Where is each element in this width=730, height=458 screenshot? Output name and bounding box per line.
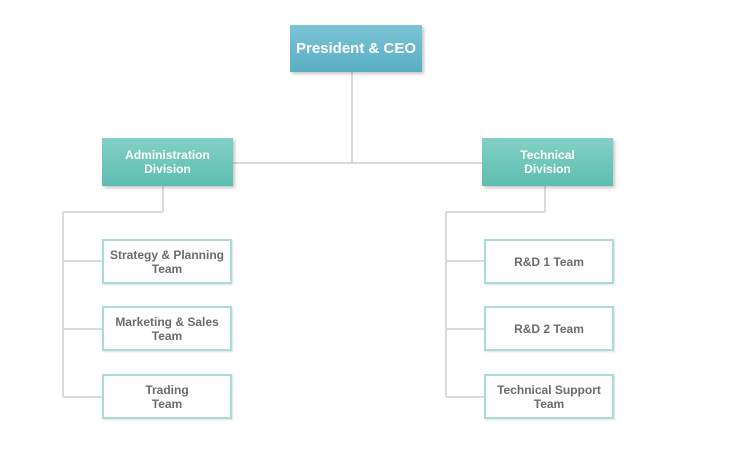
rd2-team-box: R&D 2 Team [484, 306, 614, 351]
marketing-sales-team-box: Marketing & Sales Team [102, 306, 232, 351]
administration-division-box: Administration Division [102, 138, 233, 186]
strategy-planning-team-box: Strategy & Planning Team [102, 239, 232, 284]
trading-team-box: Trading Team [102, 374, 232, 419]
technical-support-team-box: Technical Support Team [484, 374, 614, 419]
rd1-team-box: R&D 1 Team [484, 239, 614, 284]
technical-division-box: Technical Division [482, 138, 613, 186]
president-ceo-box: President & CEO [290, 25, 422, 72]
